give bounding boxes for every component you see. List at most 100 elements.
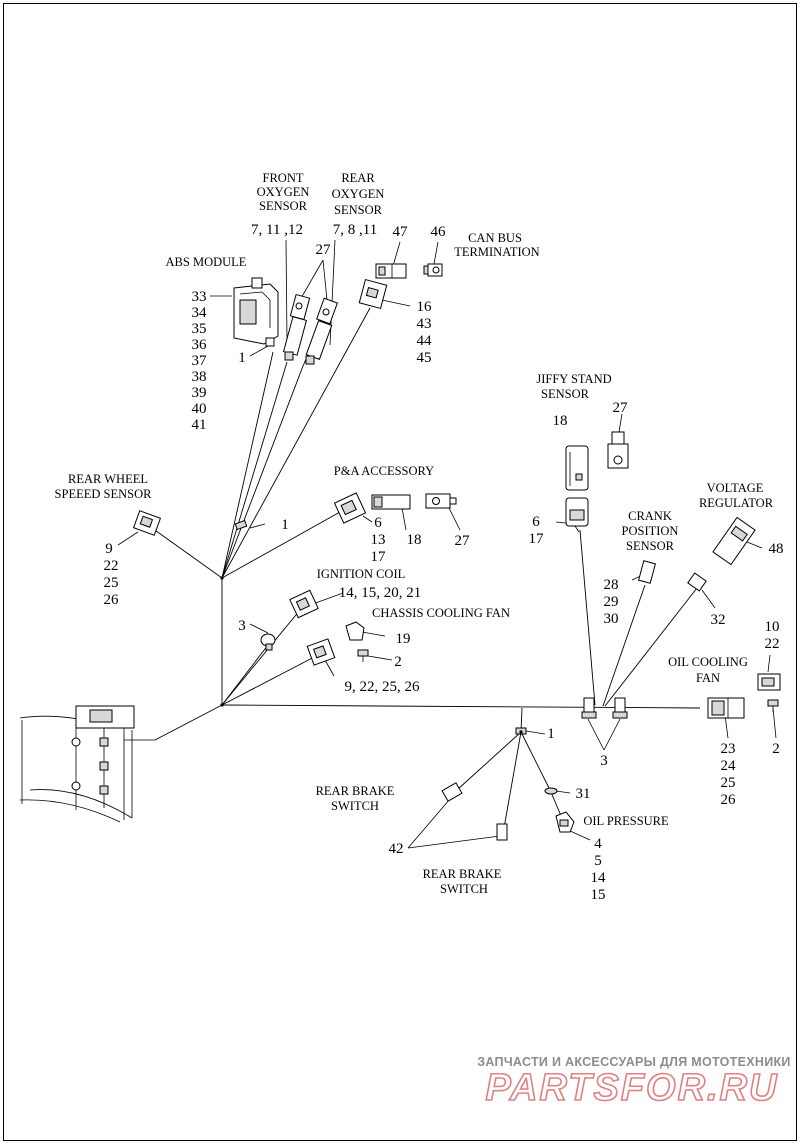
callout-numbers: 7, 11 ,12 7, 8 ,11 27 47 46 33 34 35 36 … [104,222,784,903]
chassis-fan-2-shape [357,649,369,662]
callout-abs-40: 40 [192,401,207,417]
rear-wheel-label-1: REAR WHEEL [68,472,148,486]
rear-brake-switch-upper-shape [441,782,463,802]
callout-oil-pressure-14: 14 [591,870,607,886]
pa-accessory-label: P&A ACCESSORY [334,464,434,478]
jiffy-stand-18-shape [565,445,589,491]
callout-abs-38: 38 [192,369,207,385]
rear-oxygen-label-3: SENSOR [334,203,383,217]
callout-can-43: 43 [417,316,432,332]
component-labels: FRONT OXYGEN SENSOR REAR OXYGEN SENSOR C… [55,171,774,896]
callout-can-16: 16 [417,299,433,315]
harness-wires [151,307,701,829]
callout-clip-upper: 1 [281,517,289,533]
callout-31: 31 [576,786,591,802]
callout-front-oxygen: 7, 11 ,12 [251,222,303,238]
rear-wheel-label-2: SPEEED SENSOR [55,487,153,501]
brake-upper-label-1: REAR BRAKE [316,784,395,798]
rear-brake-switch-lower-shape [496,823,508,841]
watermark-line-1: ЗАПЧАСТИ И АКСЕССУАРЫ ДЛЯ МОТОТЕХНИКИ [477,1055,790,1069]
leader-lines [117,239,777,849]
callout-oil-fan-22: 22 [765,636,780,652]
brake-lower-label-1: REAR BRAKE [423,867,502,881]
callout-oil-fan-23: 23 [721,741,736,757]
callout-oil-pressure-5: 5 [594,853,602,869]
callout-abs-35: 35 [192,321,207,337]
voltage-regulator-connector-shape [712,516,756,566]
jiffy-label-1: JIFFY STAND [536,372,611,386]
voltage-label-2: REGULATOR [699,496,774,510]
clip-31-shape [544,787,558,795]
callout-oil-pressure-4: 4 [594,836,602,852]
frame-section-shape [19,705,155,823]
pa-27-shape [425,493,457,509]
rear-oxygen-connector-shape [305,297,338,365]
callout-clip-lower: 1 [547,726,555,742]
watermark: ЗАПЧАСТИ И АКСЕССУАРЫ ДЛЯ МОТОТЕХНИКИ PA… [477,1055,790,1110]
callout-ignition: 14, 15, 20, 21 [339,585,422,601]
jiffy-label-2: SENSOR [541,387,590,401]
callout-chassis-conn: 9, 22, 25, 26 [345,679,421,695]
callout-jiffy-6: 6 [532,514,540,530]
callout-abs-41: 41 [192,417,207,433]
callout-chassis-19: 19 [396,631,411,647]
callout-grommet-3: 3 [600,753,608,769]
grommet-3-shape [260,633,276,651]
callout-oil-fan-10: 10 [765,619,780,635]
ignition-coil-connector-shape [289,589,319,619]
oil-fan-top-shape [757,673,781,691]
connector-46-shape [423,263,443,277]
front-oxygen-label-2: OXYGEN [257,185,310,199]
jiffy-stand-27-shape [607,431,629,469]
pa-connector-shape [333,492,367,524]
oil-fan-label-1: OIL COOLING [668,655,748,669]
callout-oil-fan-25: 25 [721,775,736,791]
crank-label-1: CRANK [628,509,672,523]
oil-pressure-sender-shape [555,811,575,833]
ignition-coil-label: IGNITION COIL [317,567,406,581]
oil-fan-connector-shape [707,697,745,719]
callout-oil-fan-2: 2 [772,741,780,757]
rear-wheel-speed-connector-shape [132,510,162,536]
rear-oxygen-label-2: OXYGEN [332,187,385,201]
callout-jiffy-18: 18 [553,413,568,429]
diagram-sheet [3,3,797,1141]
callout-pa-27: 27 [455,533,471,549]
callout-rear-wheel-26: 26 [104,592,120,608]
wire-junctions [220,576,523,734]
voltage-regulator-32-shape [687,572,707,592]
crank-position-connector-shape [638,560,656,584]
callout-rear-oxygen: 7, 8 ,11 [333,222,377,238]
abs-module-shape [233,277,279,347]
callout-27-oxygen: 27 [316,242,332,258]
callout-47: 47 [393,224,409,240]
callout-abs-clip: 1 [238,350,246,366]
can-bus-connector-shape [358,278,388,310]
front-oxygen-connector-shape [282,293,311,361]
callout-rear-wheel-25: 25 [104,575,119,591]
callout-voltage-32: 32 [711,612,726,628]
callout-pa-17: 17 [371,549,387,565]
pa-18-shape [371,494,411,510]
chassis-connector-shape [306,638,336,666]
callout-jiffy-17: 17 [529,531,545,547]
callout-abs-39: 39 [192,385,207,401]
brake-upper-label-2: SWITCH [331,799,379,813]
callout-abs-34: 34 [192,305,208,321]
callout-jiffy-27: 27 [613,400,629,416]
callout-pa-13: 13 [371,532,386,548]
voltage-label-1: VOLTAGE [707,481,764,495]
brake-lower-label-2: SWITCH [440,882,488,896]
can-bus-label-1: CAN BUS [468,231,522,245]
callout-oil-fan-26: 26 [721,792,737,808]
callout-pa-6: 6 [374,515,382,531]
oil-fan-2-shape [767,699,779,712]
callout-can-44: 44 [417,333,433,349]
callout-rear-wheel-22: 22 [104,558,119,574]
callout-chassis-2: 2 [394,654,402,670]
callout-crank-30: 30 [604,611,619,627]
callout-abs-36: 36 [192,337,208,353]
callout-can-45: 45 [417,350,432,366]
connector-47-shape [375,263,407,279]
